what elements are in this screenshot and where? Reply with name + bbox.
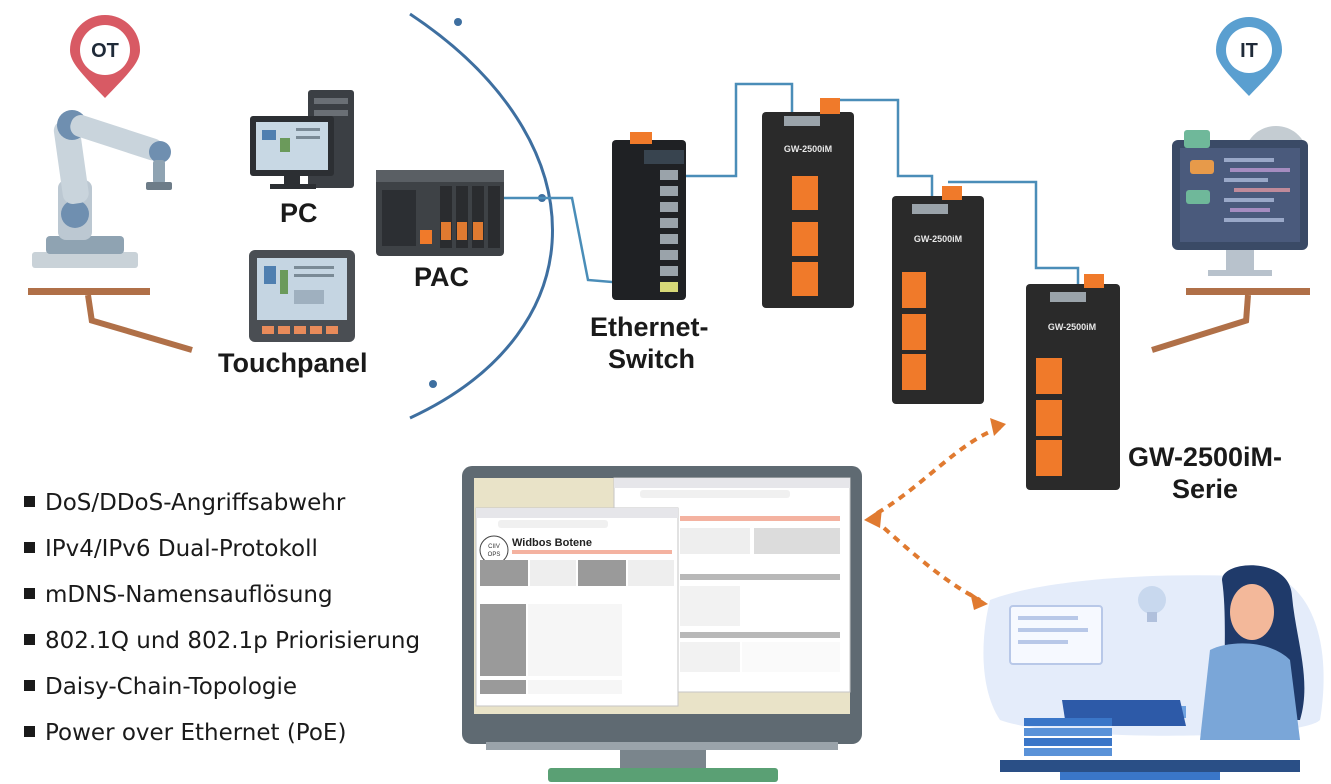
bullet-square-icon — [24, 496, 35, 507]
pac-icon — [376, 170, 504, 256]
bullet-square-icon — [24, 542, 35, 553]
gateway-model-label: GW-2500iM — [914, 234, 962, 244]
network-boundary-arc — [409, 12, 554, 420]
feature-text: 802.1Q und 802.1p Priorisierung — [45, 628, 421, 654]
bullet-square-icon — [24, 588, 35, 599]
feature-text: Power over Ethernet (PoE) — [45, 720, 347, 746]
touchpanel-label: Touchpanel — [218, 348, 368, 378]
bullet-square-icon — [24, 726, 35, 737]
feature-item: 802.1Q und 802.1p Priorisierung — [24, 628, 454, 654]
browser-logo-line1: CIIV — [488, 544, 500, 550]
touchpanel-icon — [249, 250, 355, 342]
feature-item: mDNS-Namensauflösung — [24, 582, 454, 608]
gateway-device-2: GW-2500iM — [892, 186, 984, 404]
gateway-device-3: GW-2500iM — [1026, 274, 1120, 490]
gateway-model-label: GW-2500iM — [1048, 322, 1096, 332]
feature-text: mDNS-Namensauflösung — [45, 582, 333, 608]
pc-icon — [250, 90, 354, 189]
pc-label: PC — [280, 198, 318, 228]
it-dashboard-icon — [1172, 126, 1308, 276]
browser-page-title: Widbos Botene — [512, 537, 592, 549]
feature-text: DoS/DDoS-Angriffsabwehr — [45, 490, 346, 516]
feature-item: Daisy-Chain-Topologie — [24, 674, 454, 700]
user-illustration — [983, 565, 1324, 780]
ethernet-switch-label-line1: Ethernet- — [590, 312, 709, 342]
feature-item: IPv4/IPv6 Dual-Protokoll — [24, 536, 454, 562]
pac-label: PAC — [414, 262, 470, 292]
ethernet-switch-icon — [612, 132, 686, 300]
series-label-line1: GW-2500iM- — [1128, 442, 1282, 472]
bullet-square-icon — [24, 634, 35, 645]
gateway-model-label: GW-2500iM — [784, 144, 832, 154]
robot-arm-icon — [32, 110, 172, 268]
ot-pin-label: OT — [91, 40, 119, 62]
ot-platform — [28, 288, 193, 353]
web-access-arrows — [871, 426, 1001, 602]
it-pin-icon: IT — [1216, 17, 1282, 96]
feature-item: Power over Ethernet (PoE) — [24, 720, 454, 746]
arrowheads — [864, 418, 1006, 610]
series-label-line2: Serie — [1172, 474, 1239, 504]
browser-logo-line2: OPS — [488, 552, 501, 558]
it-pin-label: IT — [1240, 40, 1258, 62]
feature-item: DoS/DDoS-Angriffsabwehr — [24, 490, 454, 516]
bullet-square-icon — [24, 680, 35, 691]
ot-pin-icon: OT — [70, 15, 140, 98]
browser-window-back — [613, 477, 851, 693]
it-platform — [1151, 288, 1310, 353]
feature-text: Daisy-Chain-Topologie — [45, 674, 298, 700]
feature-text: IPv4/IPv6 Dual-Protokoll — [45, 536, 318, 562]
browser-window-front: CIIV OPS Widbos Botene — [475, 507, 679, 707]
gateway-device-1: GW-2500iM — [762, 98, 854, 308]
ethernet-switch-label-line2: Switch — [608, 344, 696, 374]
